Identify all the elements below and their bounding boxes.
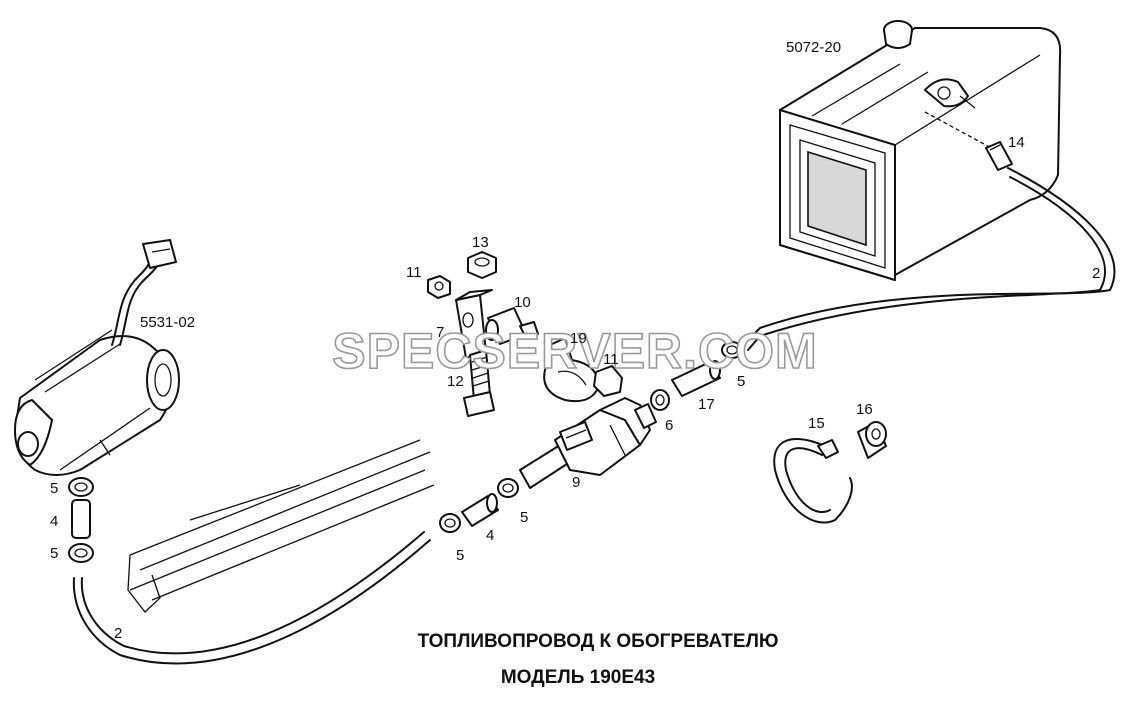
- label-12: 12: [447, 373, 464, 390]
- hose-clamp-5-left-top: [68, 477, 94, 497]
- nut-13: [467, 251, 497, 279]
- label-11-upper: 11: [406, 264, 422, 281]
- hose-clamp-5-lower: [439, 513, 461, 533]
- hose-4-left: [71, 499, 91, 539]
- strap-15: [773, 438, 853, 524]
- label-14: 14: [1008, 134, 1025, 151]
- label-5-mid: 5: [520, 509, 528, 526]
- fuel-pump-9: [519, 397, 657, 489]
- heater-unit: [14, 239, 180, 476]
- fitting-10: [485, 307, 539, 345]
- label-4-left: 4: [50, 513, 58, 530]
- watermark-text: SPECSERVER.COM: [332, 323, 817, 379]
- label-5-lower: 5: [456, 547, 464, 564]
- spacer-16: [857, 421, 887, 459]
- label-6: 6: [665, 417, 673, 434]
- label-5-left-bottom: 5: [50, 545, 58, 562]
- label-7: 7: [436, 324, 444, 341]
- label-16: 16: [856, 401, 873, 418]
- label-10: 10: [514, 294, 531, 311]
- fuel-line-lower: [72, 531, 431, 665]
- label-9: 9: [572, 474, 580, 491]
- label-5-upper: 5: [737, 373, 745, 390]
- hose-clamp-5-mid: [497, 478, 519, 498]
- hose-clamp-5-upper: [721, 341, 743, 359]
- hose-4-mid: [461, 493, 499, 527]
- nut-11-lower: [593, 365, 623, 397]
- label-tank: 5072-20: [786, 39, 841, 56]
- bolt-12: [463, 349, 495, 417]
- washer-6: [650, 389, 670, 411]
- label-5-left-top: 5: [50, 480, 58, 497]
- label-15: 15: [808, 415, 825, 432]
- caption-line-2: МОДЕЛЬ 190E43: [501, 667, 655, 688]
- label-2-lower: 2: [114, 625, 122, 642]
- nut-11-upper: [427, 275, 451, 299]
- label-heater: 5531-02: [140, 314, 195, 331]
- fuel-line-upper: [745, 167, 1116, 351]
- label-17: 17: [698, 396, 715, 413]
- hose-17: [671, 360, 721, 397]
- label-2-upper: 2: [1092, 265, 1100, 282]
- label-19: 19: [570, 330, 587, 347]
- label-4-mid: 4: [486, 527, 494, 544]
- label-11-lower: 11: [603, 351, 619, 368]
- fuel-tank: [779, 20, 1062, 281]
- caption-line-1: ТОПЛИВОПРОВОД К ОБОГРЕВАТЕЛЮ: [418, 631, 779, 652]
- label-13: 13: [472, 234, 489, 251]
- mounting-channel: [127, 439, 435, 613]
- hose-clamp-5-left-bottom: [68, 543, 94, 563]
- clamp-19: [543, 337, 600, 403]
